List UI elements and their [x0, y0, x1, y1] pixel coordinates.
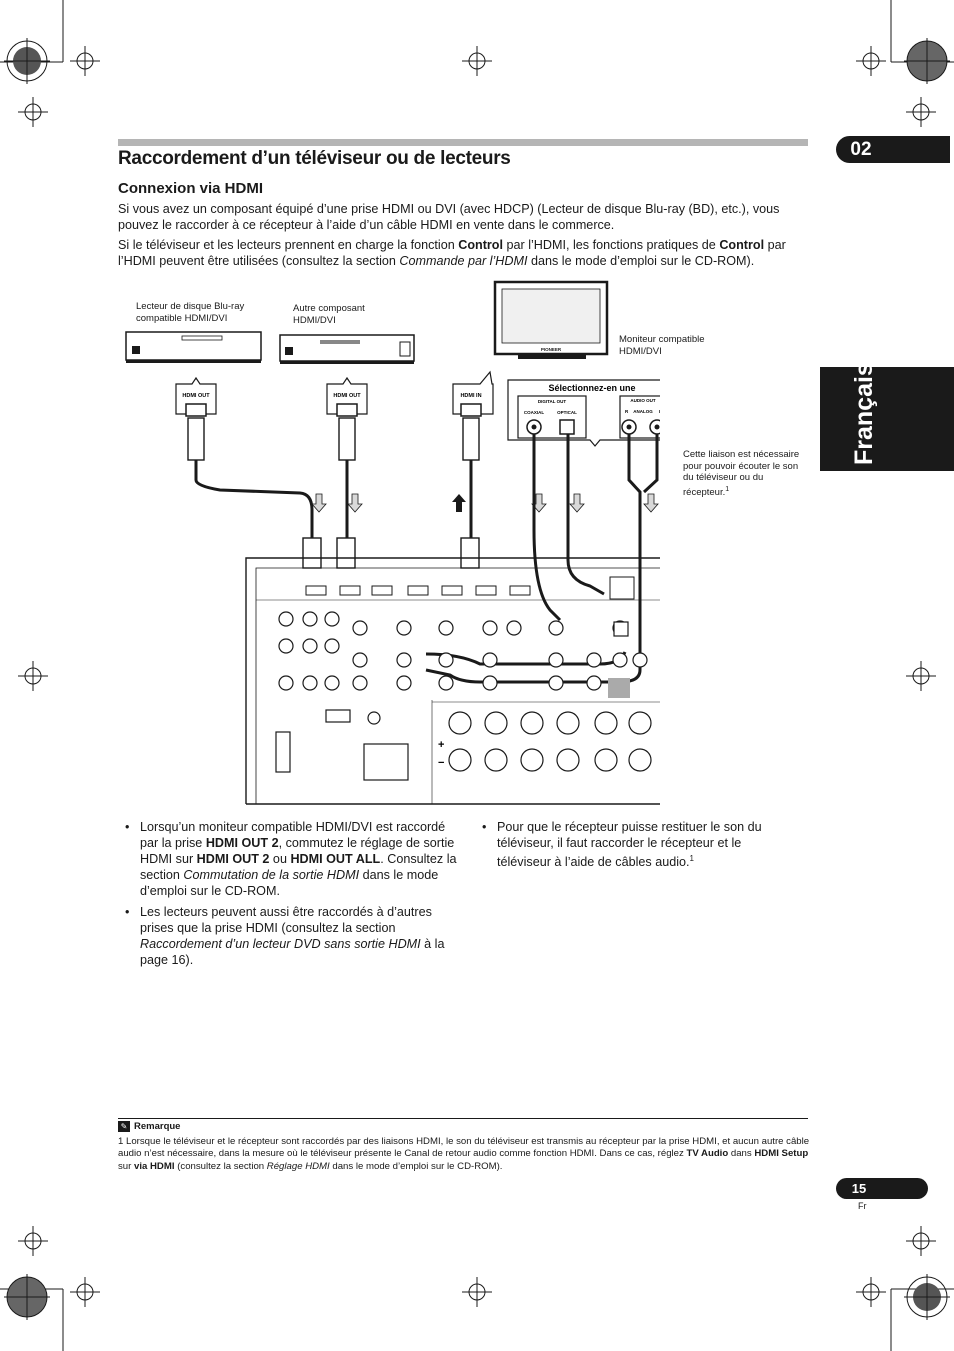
- other-component-label: Autre composant HDMI/DVI: [293, 303, 365, 326]
- text-run: par l’HDMI peuvent être utilisées (consu…: [118, 238, 786, 268]
- text-run: Lorsqu’un moniteur compatible HDMI/DVI e…: [140, 820, 446, 850]
- header-rule: [118, 139, 808, 146]
- coaxial-label: COAXIAL: [524, 410, 545, 415]
- text-bold: via HDMI: [134, 1160, 175, 1172]
- text-run: par l’HDMI, les fonctions pratiques de: [503, 238, 720, 252]
- crosshair-icon: [70, 46, 100, 76]
- text-run: dans: [728, 1148, 755, 1160]
- bd-player-device: [125, 331, 262, 363]
- intro-paragraph-2: Si le téléviseur et les lecteurs prennen…: [118, 237, 810, 269]
- receiver-rear-panel: + −: [245, 557, 660, 805]
- text-run: ou: [269, 852, 291, 866]
- text-run: Si le téléviseur et les lecteurs prennen…: [118, 238, 459, 252]
- text-run: dans le mode d’emploi sur le CD-ROM).: [329, 1160, 503, 1172]
- list-item: Les lecteurs peuvent aussi être raccordé…: [118, 904, 458, 968]
- crosshair-icon: [906, 1226, 936, 1256]
- text-italic: Raccordement d’un lecteur DVD sans sorti…: [140, 937, 421, 951]
- text-italic: Réglage HDMI: [266, 1160, 330, 1172]
- language-label: Français: [850, 362, 878, 465]
- registration-target-icon: [4, 1274, 50, 1320]
- note-rule: [118, 1118, 808, 1119]
- text-italic: Commutation de la sortie HDMI: [183, 868, 360, 882]
- registration-target-icon: [904, 38, 950, 84]
- audio-link-note: Cette liaison est nécessaire pour pouvoi…: [683, 449, 803, 498]
- tv-brand-text: PIONEER: [541, 347, 562, 352]
- intro-paragraph-1: Si vous avez un composant équipé d’une p…: [118, 202, 780, 232]
- hdmi-in-label: HDMI IN: [460, 393, 481, 399]
- page-number-tab: 15: [836, 1178, 928, 1199]
- language-tab: Français: [820, 362, 954, 471]
- crosshair-icon: [18, 97, 48, 127]
- text-run: , commutez le réglage de sortie HDMI sur: [140, 836, 455, 866]
- crosshair-icon: [906, 97, 936, 127]
- list-item: Lorsqu’un moniteur compatible HDMI/DVI e…: [118, 819, 458, 899]
- bd-player-label: Lecteur de disque Blu-ray compatible HDM…: [136, 301, 245, 324]
- hdmi-out-label-2: HDMI OUT: [333, 393, 361, 399]
- other-component-device: [279, 334, 415, 364]
- registration-target-icon: [4, 38, 50, 84]
- footnote-ref: 1: [725, 485, 730, 493]
- text-bold: Control: [458, 238, 504, 252]
- subsection-title: Connexion via HDMI: [118, 180, 264, 197]
- crosshair-icon: [18, 1226, 48, 1256]
- note-heading: ✎ Remarque: [118, 1121, 180, 1132]
- svg-text:−: −: [438, 757, 444, 769]
- svg-text:+: +: [438, 739, 444, 751]
- crosshair-icon: [462, 46, 492, 76]
- text-bold: HDMI Setup: [754, 1148, 809, 1160]
- analog-label: ANALOG: [633, 409, 653, 414]
- connection-diagram: PIONEER HDMI OUT HDMI OUT HDMI IN Sélect…: [125, 280, 660, 805]
- page-number: 15: [851, 1181, 867, 1196]
- text-run: à la page 16).: [140, 937, 445, 967]
- note-text: Cette liaison est nécessaire pour pouvoi…: [683, 449, 800, 498]
- chapter-tab: 02: [836, 136, 950, 163]
- list-item: Pour que le récepteur puisse restituer l…: [475, 819, 795, 870]
- crosshair-icon: [856, 46, 886, 76]
- text-run: sur: [118, 1160, 134, 1172]
- text-run: (consultez la section: [174, 1160, 267, 1172]
- text-bold: HDMI OUT ALL: [290, 852, 381, 866]
- chapter-number: 02: [850, 139, 872, 160]
- monitor-device: PIONEER: [493, 280, 609, 359]
- optical-label: OPTICAL: [557, 410, 577, 415]
- analog-l-label: L: [659, 409, 660, 414]
- monitor-label: Moniteur compatible HDMI/DVI: [619, 334, 705, 357]
- registration-target-icon: [904, 1274, 950, 1320]
- text-run: Les lecteurs peuvent aussi être raccordé…: [140, 905, 432, 935]
- hdmi-out-label-1: HDMI OUT: [182, 393, 210, 399]
- text-run: Pour que le récepteur puisse restituer l…: [497, 820, 762, 870]
- audio-out-label: AUDIO OUT: [630, 398, 656, 403]
- section-title: Raccordement d’un téléviseur ou de lecte…: [118, 148, 511, 169]
- crosshair-icon: [70, 1277, 100, 1307]
- analog-r-label: R: [625, 409, 629, 414]
- text-run: dans le mode d’emploi sur le CD-ROM).: [527, 254, 755, 268]
- bullet-list-left: Lorsqu’un moniteur compatible HDMI/DVI e…: [118, 819, 458, 973]
- note-number: 1: [118, 1136, 124, 1147]
- crosshair-icon: [856, 1277, 886, 1307]
- text-bold: TV Audio: [686, 1148, 729, 1160]
- bullet-list-right: Pour que le récepteur puisse restituer l…: [475, 819, 795, 875]
- note-title: Remarque: [134, 1121, 181, 1133]
- note-body: 1 Lorsque le téléviseur et le récepteur …: [118, 1136, 810, 1173]
- select-one-label: Sélectionnez-en une: [548, 383, 635, 393]
- note-pencil-icon: ✎: [118, 1121, 130, 1132]
- text-run: . Consultez la section: [140, 852, 457, 882]
- footnote-ref: 1: [689, 854, 694, 863]
- crosshair-icon: [462, 1277, 492, 1307]
- crosshair-icon: [18, 661, 48, 691]
- crosshair-icon: [906, 661, 936, 691]
- text-bold: HDMI OUT 2: [196, 852, 270, 866]
- text-run: dans le mode d’emploi sur le CD-ROM.: [140, 868, 439, 898]
- page-language: Fr: [858, 1201, 867, 1211]
- text-italic: Commande par l’HDMI: [399, 254, 528, 268]
- text-run: Lorsque le téléviseur et le récepteur so…: [118, 1136, 810, 1160]
- text-bold: HDMI OUT 2: [205, 836, 279, 850]
- digital-out-label: DIGITAL OUT: [538, 399, 567, 404]
- text-bold: Control: [719, 238, 765, 252]
